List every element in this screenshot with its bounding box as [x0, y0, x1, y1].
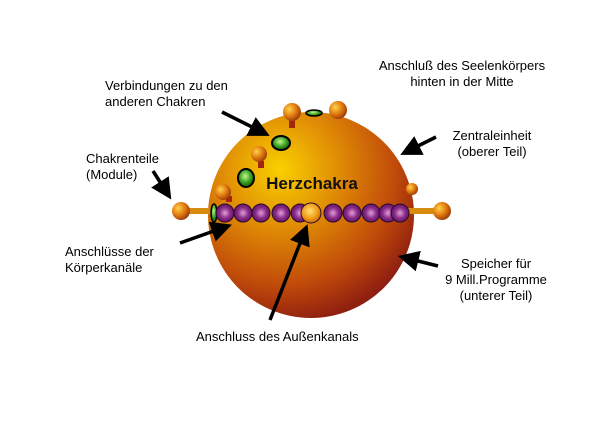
- green-connector: [271, 135, 291, 151]
- label-central-unit: Zentraleinheit (oberer Teil): [452, 128, 532, 159]
- module-knob: [406, 183, 418, 195]
- body-channel-bead: [251, 203, 271, 223]
- module-knob: [251, 146, 267, 162]
- annotation-arrows: [151, 110, 439, 321]
- module-knob: [329, 101, 347, 119]
- module-knob: [283, 103, 301, 121]
- green-connector: [305, 109, 323, 117]
- arrow-memory: [397, 250, 439, 272]
- side-connector-rod: [172, 202, 451, 220]
- module-knobs: [215, 101, 418, 202]
- label-modules: Chakrenteile (Module): [86, 151, 159, 182]
- body-channel-bead: [233, 203, 253, 223]
- outer-channel-bead: [300, 202, 322, 224]
- arrow-modules: [151, 170, 172, 200]
- body-channel-bead: [323, 203, 343, 223]
- arrow-connections: [221, 110, 270, 136]
- right-connector-knob: [433, 202, 451, 220]
- arrow-outer-channel: [268, 224, 310, 321]
- label-connections: Verbindungen zu den anderen Chakren: [105, 78, 228, 109]
- label-body-channels: Anschlüsse der Körperkanäle: [65, 244, 154, 275]
- label-soul-body: Anschluß des Seelenkörpers hinten in der…: [378, 58, 546, 89]
- body-channel-bead: [342, 203, 362, 223]
- left-connector-knob: [172, 202, 190, 220]
- body-channel-bead: [361, 203, 381, 223]
- module-knob: [215, 184, 231, 200]
- green-connector: [237, 168, 255, 188]
- body-channel-bead: [215, 203, 235, 223]
- body-channel-beads: [215, 202, 410, 224]
- body-channel-bead: [390, 203, 410, 223]
- label-memory: Speicher für 9 Mill.Programme (unterer T…: [445, 256, 547, 303]
- arrow-body-channels: [179, 221, 232, 245]
- body-channel-bead: [271, 203, 291, 223]
- chakra-title: Herzchakra: [266, 174, 358, 193]
- label-outer-channel: Anschluss des Außenkanals: [196, 329, 359, 344]
- arrow-central-unit: [400, 135, 437, 155]
